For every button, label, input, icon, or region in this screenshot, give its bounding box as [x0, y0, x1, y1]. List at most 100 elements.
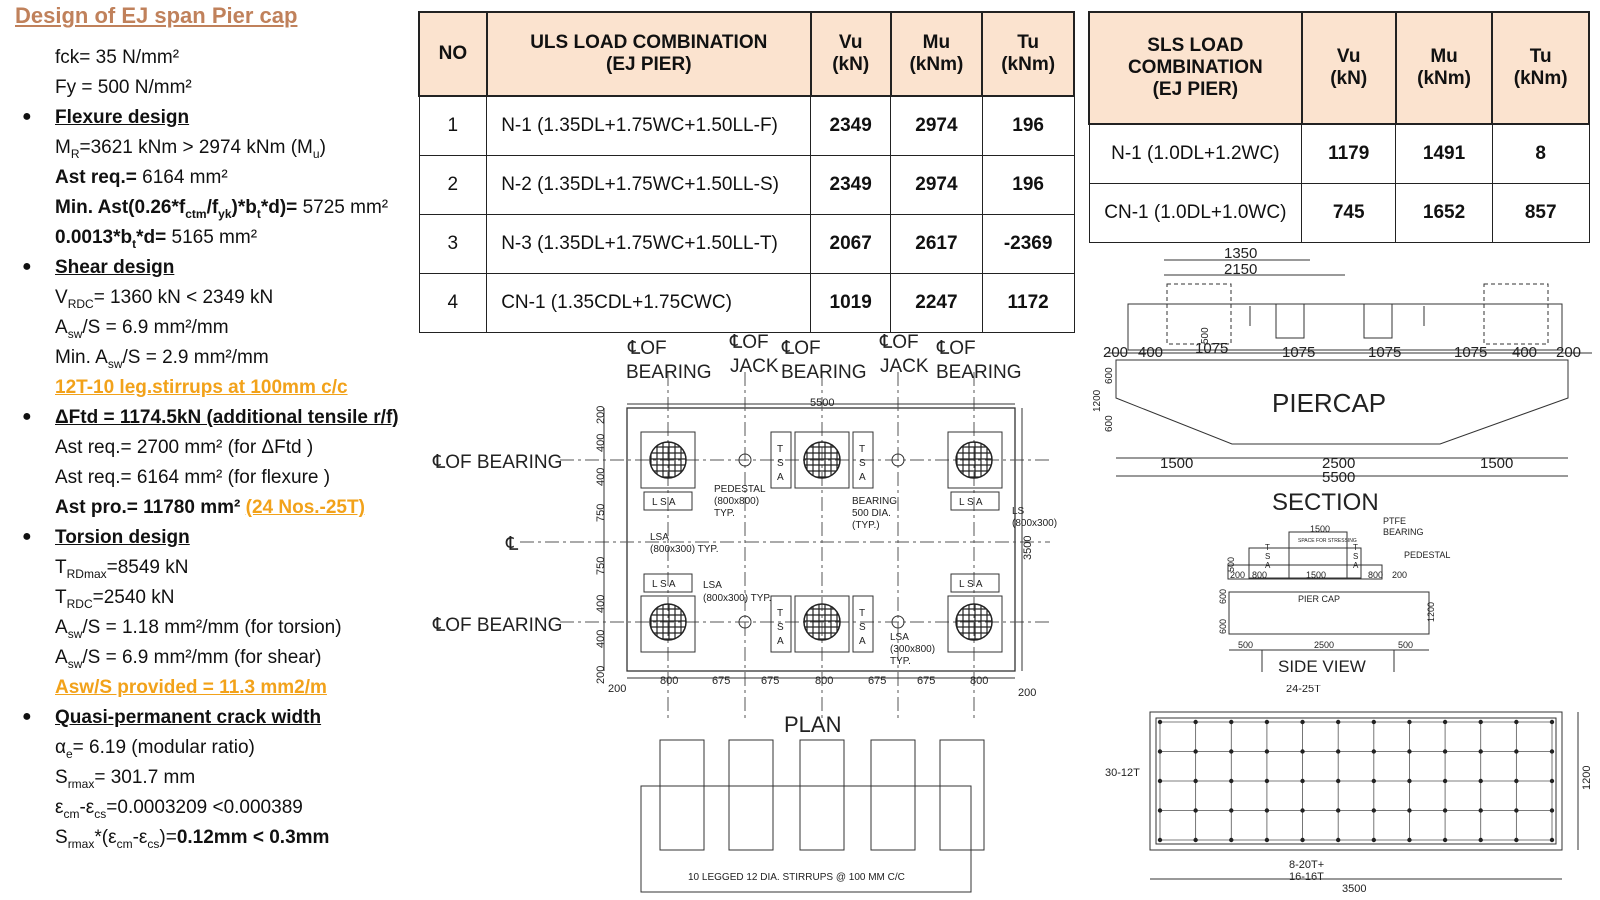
rebar-dot [1442, 837, 1448, 843]
lsa-note: LSA [703, 580, 722, 591]
rebar-dot [1478, 837, 1483, 843]
bearing-note: 500 DIA. [852, 508, 891, 519]
rebar-dot [1407, 719, 1412, 725]
ls-note: LS [1012, 506, 1025, 517]
rebar-dot [1514, 719, 1519, 725]
dim-label: 1200 [1581, 766, 1593, 790]
rebar-dot [1229, 749, 1234, 754]
rebar-dot [1514, 808, 1519, 813]
section-title: SECTION [1272, 489, 1379, 515]
rebar-dot [1549, 778, 1555, 784]
stressing-note: SPACE FOR STRESSING [1298, 538, 1357, 544]
dim-label: 200 [1392, 570, 1407, 580]
cl-of-label: ℄OF [627, 338, 667, 359]
ls-note: (800x300) [1012, 518, 1057, 529]
bullet: ● [22, 108, 32, 125]
lsa-side-label: T [1265, 543, 1270, 552]
dim-label: 750 [595, 504, 607, 522]
lsa-note: LSA [890, 632, 909, 643]
lsa-block-label: L S A [652, 579, 676, 590]
asw-shear-line: Asw/S = 6.9 mm²/mm (for shear) [55, 647, 322, 671]
pedestal-note: (800x800) [714, 496, 759, 507]
ast-dftd-line: Ast req.= 2700 mm² (for ΔFtd ) [55, 437, 314, 458]
rebar-dot [1478, 808, 1483, 813]
dim-label: 675 [761, 675, 779, 687]
rebar-dot [1157, 808, 1163, 813]
dim-label: 800 [660, 675, 678, 687]
rebar-dot [1264, 808, 1270, 813]
lsa-note: TYP. [890, 656, 911, 667]
ast-flexure-line: Ast req.= 6164 mm² (for flexure ) [55, 467, 331, 488]
tsa-label: S [859, 622, 866, 633]
dim-label: 1075 [1368, 344, 1401, 361]
rebar-dot [1264, 749, 1270, 754]
rebar-dot [1514, 778, 1519, 784]
tsa-label: A [777, 472, 784, 483]
stirrups-provided: 12T-10 leg.stirrups at 100mm c/c [55, 377, 348, 398]
rebar-dot [1549, 749, 1555, 754]
fck-line: fck= 35 N/mm² [55, 47, 180, 68]
uls-header-mu: Mu(kNm) [889, 11, 984, 97]
rebar-dot [1478, 719, 1483, 725]
lsa-note: (300x800) [890, 644, 935, 655]
dim-label: 600 [1104, 367, 1115, 384]
dim-label: 2500 [1322, 455, 1355, 472]
lsa-side-label: A [1353, 561, 1359, 570]
pedestal-note: PEDESTAL [1404, 550, 1450, 560]
cl-of-label: ℄OF [729, 332, 769, 353]
rebar-dot [1442, 778, 1448, 784]
tsa-label: S [859, 458, 866, 469]
dim-label: 200 [1556, 344, 1581, 361]
dim-label: 400 [595, 434, 607, 452]
dim-label: 600 [1218, 619, 1228, 634]
trdc-line: TRDC=2540 kN [55, 587, 175, 611]
ptfe-note: PTFE [1383, 516, 1406, 526]
dim-label: 400 [595, 595, 607, 613]
centre-line-symbol: ℄ [505, 534, 519, 555]
min-ast-0013-line: 0.0013*bt*d= 5165 mm² [55, 227, 258, 251]
dim-label: 600 [1218, 589, 1228, 604]
asw-provided: Asw/S provided = 11.3 mm2/m [55, 677, 327, 698]
lsa-note: (800x300) TYP. [650, 544, 719, 555]
dim-label: 200 [608, 683, 626, 695]
plan-drawing: ℄OF BEARING ℄OF JACK ℄OF BEARING ℄OF JAC… [432, 332, 1057, 893]
rebar-dot [1229, 837, 1234, 843]
dim-label: 800 [1252, 570, 1267, 580]
tsa-label: T [859, 608, 865, 619]
dim-label: 1500 [1480, 455, 1513, 472]
dim-label: 1200 [1092, 389, 1103, 412]
rebar-dot [1335, 749, 1341, 754]
sls-header-tu: Tu(kNm) [1491, 11, 1590, 125]
piercap-section-drawing: 1350 2150 200 400 1075 1075 1075 1075 40… [1092, 245, 1592, 515]
bearing-label: BEARING [936, 362, 1022, 383]
rebar-dot [1264, 778, 1270, 784]
bullet: ● [22, 708, 32, 725]
rebar-dot [1193, 778, 1198, 784]
rebar-dot [1514, 837, 1519, 843]
dim-label: 600 [1104, 415, 1115, 432]
rebar-dot [1514, 749, 1519, 754]
bullet: ● [22, 408, 32, 425]
tsa-label: S [777, 622, 784, 633]
dim-label: 750 [595, 557, 607, 575]
flexure-heading: Flexure design [55, 107, 190, 128]
dim-label: 1500 [1160, 455, 1193, 472]
rebar-dot [1407, 808, 1412, 813]
top-bar-label: 24-25T [1286, 685, 1321, 695]
uls-header-combination: ULS LOAD COMBINATION(EJ PIER) [485, 11, 812, 97]
rebar-dot [1549, 719, 1555, 725]
ptfe-note: BEARING [1383, 527, 1424, 537]
page-title: Design of EJ span Pier cap [15, 3, 298, 28]
rebar-dot [1157, 719, 1163, 725]
rebar-dot [1300, 749, 1305, 754]
dftd-heading: ΔFtd = 1174.5kN (additional tensile r/f) [55, 407, 399, 428]
dim-label: 1500 [1306, 570, 1326, 580]
min-asw-line: Min. Asw/S = 2.9 mm²/mm [55, 347, 269, 371]
dim-label: 3500 [1342, 883, 1366, 895]
rebar-dot [1371, 837, 1377, 843]
srmax-line: Srmax= 301.7 mm [55, 767, 196, 791]
dim-label: 500 [1238, 640, 1253, 650]
